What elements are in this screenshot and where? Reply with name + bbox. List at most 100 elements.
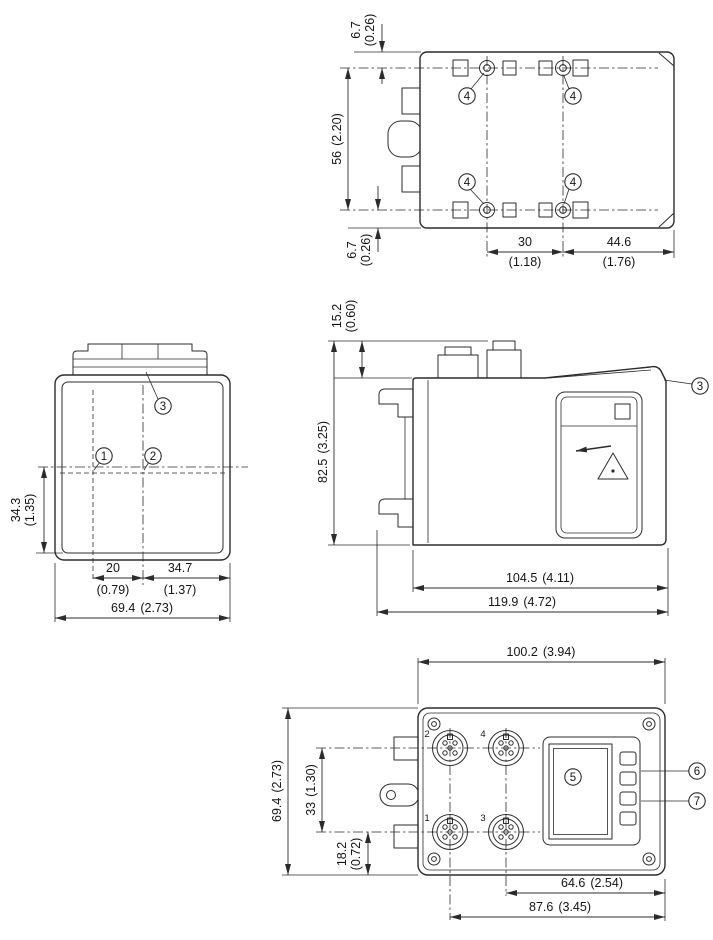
svg-text:20: 20 <box>106 561 120 575</box>
callout-4-top-right: 4 <box>563 75 582 105</box>
svg-text:18.2: 18.2 <box>335 842 349 866</box>
svg-text:3: 3 <box>160 401 166 413</box>
mount-tab-lower-bottom <box>393 824 420 849</box>
callout-3-front: 3 <box>145 371 172 415</box>
callout-5: 5 <box>564 768 582 786</box>
dim-row-to-bottom-edge: 18.2 (0.72) <box>335 832 371 875</box>
mount-plunger <box>387 120 423 158</box>
callout-2: 2 <box>143 447 162 471</box>
svg-text:6.7: 6.7 <box>345 241 359 258</box>
port-label-4: 4 <box>480 729 485 740</box>
svg-text:33(1.30): 33(1.30) <box>304 764 318 816</box>
dim-bottom-edge-to-holes: 6.7 (0.26) <box>345 186 421 266</box>
callout-6: 6 <box>641 762 706 780</box>
button-1 <box>619 751 637 766</box>
svg-text:(1.37): (1.37) <box>164 583 197 597</box>
port-label-1: 1 <box>424 813 429 824</box>
dim-connector-rows-spacing: 33(1.30) <box>304 748 325 832</box>
svg-text:30: 30 <box>518 235 532 249</box>
dim-bottom-height: 69.4(2.73) <box>270 707 418 876</box>
top-view: 4 4 4 4 6.7 (0.26) 56(2.20) <box>330 14 675 269</box>
front-view: 3 1 2 34.3 (1.35) 20 (0.79) 34.7 (1.37) <box>9 343 248 622</box>
svg-text:104.5(4.11): 104.5(4.11) <box>506 571 574 585</box>
callout-3-side: 3 <box>663 377 709 395</box>
dim-body-depth: 104.5(4.11) <box>412 548 669 616</box>
device-body-front <box>54 374 231 561</box>
svg-text:64.6(2.54): 64.6(2.54) <box>561 876 623 890</box>
svg-text:44.6: 44.6 <box>607 235 631 249</box>
button-4 <box>619 811 637 826</box>
callout-4-bottom-left: 4 <box>458 173 485 205</box>
svg-text:7: 7 <box>694 796 700 808</box>
svg-text:69.4(2.73): 69.4(2.73) <box>270 760 284 822</box>
button-2 <box>619 771 637 786</box>
svg-text:56(2.20): 56(2.20) <box>330 113 344 165</box>
svg-text:(0.79): (0.79) <box>97 583 130 597</box>
svg-text:87.6(3.45): 87.6(3.45) <box>529 900 591 914</box>
top-connectors-side <box>437 340 522 381</box>
plunger-pin <box>386 790 396 800</box>
callout-1: 1 <box>93 447 113 471</box>
svg-text:15.2: 15.2 <box>330 304 344 328</box>
svg-text:4: 4 <box>570 177 577 189</box>
mount-plunger-bottom <box>379 783 420 807</box>
dim-front-width: 69.4(2.73) <box>54 563 230 622</box>
side-view: 3 15.2 (0.60) 82.5(3.25) 104.5(4.11) 119 <box>316 300 709 616</box>
dim-holes-to-right-edge: 44.6 (1.76) <box>563 230 675 269</box>
svg-text:34.7: 34.7 <box>168 561 192 575</box>
dim-bottom-width: 100.2(3.94) <box>417 645 666 704</box>
svg-text:100.2(3.94): 100.2(3.94) <box>507 645 576 659</box>
top-slope-edge <box>548 369 652 379</box>
svg-text:4: 4 <box>570 91 577 103</box>
svg-text:(0.60): (0.60) <box>344 300 358 333</box>
svg-text:(0.26): (0.26) <box>363 14 377 47</box>
dim-hole-cols-spacing: 30 (1.18) <box>487 235 563 269</box>
mount-tab-upper-bottom <box>393 736 420 761</box>
laser-warning-icon <box>575 445 629 480</box>
svg-text:(0.26): (0.26) <box>359 234 373 267</box>
svg-text:(1.35): (1.35) <box>23 494 37 527</box>
callout-4-bottom-right: 4 <box>563 173 582 205</box>
display-screen <box>548 743 613 840</box>
dim-hole-rows-spacing: 56(2.20) <box>330 68 351 210</box>
svg-text:69.4(2.73): 69.4(2.73) <box>111 601 173 615</box>
device-body-side <box>412 365 667 546</box>
bottom-view: 2 4 1 3 5 6 7 <box>270 645 706 921</box>
front-bezel <box>61 381 224 554</box>
dim-col2-to-right-edge: 64.6(2.54) <box>506 876 666 921</box>
callout-4-top-left: 4 <box>458 72 485 105</box>
svg-text:(0.72): (0.72) <box>349 838 363 871</box>
svg-text:6: 6 <box>694 766 700 778</box>
svg-text:82.5(3.25): 82.5(3.25) <box>316 421 330 483</box>
corner-screws <box>427 717 656 866</box>
dim-side-height: 82.5(3.25) <box>316 341 410 546</box>
side-display-window <box>555 391 643 539</box>
dim-total-depth: 119.9(4.72) <box>376 530 668 616</box>
port-label-2: 2 <box>424 729 429 740</box>
body-inner-edge <box>422 712 661 871</box>
mount-tab-upper <box>401 87 423 115</box>
svg-text:5: 5 <box>570 772 576 784</box>
display-module <box>542 736 641 846</box>
dim-col1-to-right-edge: 87.6(3.45) <box>450 900 665 920</box>
dim-top-edge-to-holes: 6.7 (0.26) <box>349 14 421 84</box>
dim-center-to-right-edge: 34.7 (1.37) <box>143 561 231 622</box>
svg-text:3: 3 <box>697 381 703 393</box>
device-body-bottom <box>417 707 666 876</box>
svg-text:4: 4 <box>464 91 471 103</box>
mount-tab-lower <box>401 165 423 193</box>
clip-hook-upper <box>378 388 413 418</box>
callout-7: 7 <box>641 792 706 810</box>
body-bevel-edge <box>658 52 675 228</box>
din-clip <box>72 343 208 375</box>
svg-text:119.9(4.72): 119.9(4.72) <box>488 595 556 609</box>
clip-hook-lower <box>378 498 413 528</box>
port-label-3: 3 <box>480 813 485 824</box>
svg-text:6.7: 6.7 <box>349 21 363 38</box>
svg-text:2: 2 <box>150 451 156 463</box>
svg-text:4: 4 <box>464 177 471 189</box>
button-3 <box>619 791 637 806</box>
dim-connector-protrusion: 15.2 (0.60) <box>328 300 488 379</box>
